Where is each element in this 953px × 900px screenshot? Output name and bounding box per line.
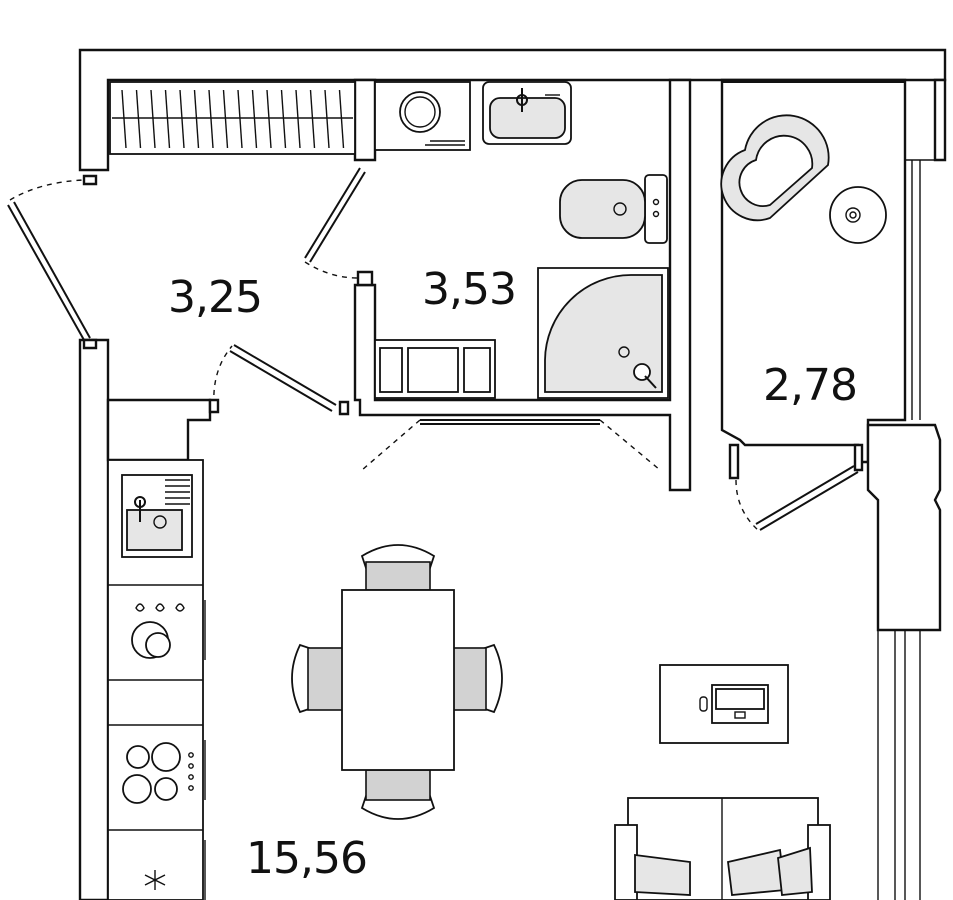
hanger-line <box>208 89 214 149</box>
area-label-bathroom: 3,53 <box>422 264 516 315</box>
armchair <box>720 114 830 222</box>
area-labels: 3,25 3,53 2,78 15,56 <box>168 264 858 884</box>
kitchen-sink <box>121 474 193 558</box>
area-label-hallway: 3,25 <box>168 272 262 323</box>
hanger-line <box>324 89 330 149</box>
hanger-line <box>309 89 316 149</box>
hanger-line <box>135 89 142 149</box>
round-table <box>829 186 887 244</box>
hanger-line <box>193 89 200 149</box>
hanger-line <box>179 89 185 149</box>
storage-shelves <box>374 339 496 399</box>
hanger-line <box>280 89 287 149</box>
dining-set <box>291 544 503 820</box>
hanger-line <box>164 89 171 149</box>
hanger-line <box>266 89 272 149</box>
hanger-line <box>295 89 301 149</box>
dishwasher-controls <box>131 600 206 660</box>
hanger-line <box>338 89 345 149</box>
hanger-line <box>150 89 156 149</box>
bathroom-sink <box>482 81 572 145</box>
bathroom-walls <box>353 78 692 492</box>
shower <box>537 267 669 399</box>
desk <box>659 664 789 744</box>
cooktop <box>122 740 206 804</box>
balcony-walls <box>720 78 942 900</box>
doors <box>7 167 859 531</box>
hanger-line <box>222 89 229 149</box>
hanger-line <box>121 89 127 149</box>
hanger-line <box>251 89 258 149</box>
hanger-line <box>237 89 243 149</box>
fridge <box>144 840 206 900</box>
wardrobe <box>109 81 356 155</box>
sofa <box>614 797 831 900</box>
washing-machine <box>374 81 471 151</box>
toilet <box>559 174 668 244</box>
area-label-balcony: 2,78 <box>763 360 857 411</box>
area-label-kitchen-living: 15,56 <box>246 833 367 884</box>
